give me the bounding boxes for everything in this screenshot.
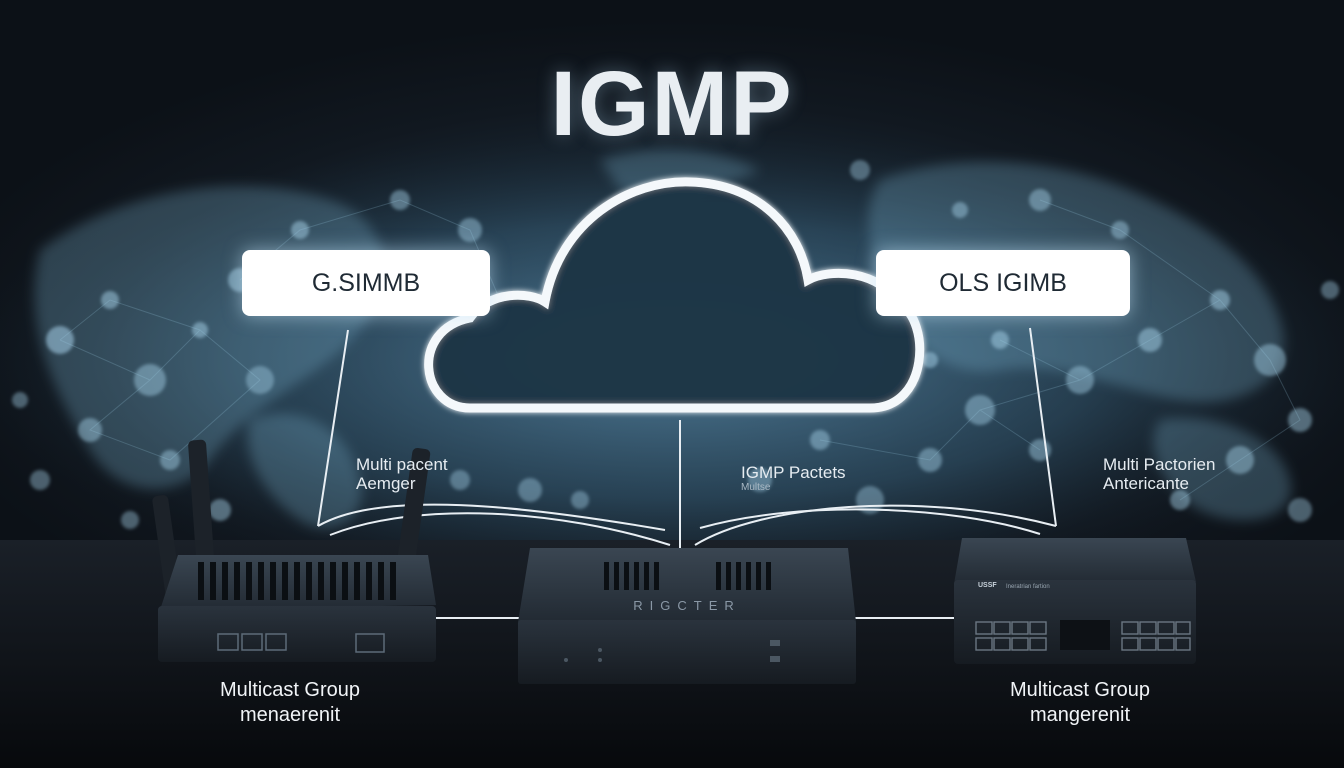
left-caption-line-1: Multicast Group <box>219 679 361 701</box>
right-annotation-line-1: Multi Pactorien <box>1103 455 1216 474</box>
right-label-box: OLS IGIMB <box>876 250 1130 316</box>
right-caption: Multicast Group mangerenit <box>980 678 1180 728</box>
right-caption-line-2: mangerenit <box>1029 704 1131 726</box>
left-annotation-line-1: Multi pacent <box>356 455 448 474</box>
connection-wires <box>317 327 1057 619</box>
middle-annotation-text: IGMP Pactets <box>741 463 846 482</box>
left-caption-line-2: menaerenit <box>239 704 341 726</box>
left-annotation: Multi pacent Aemger <box>356 455 448 493</box>
middle-annotation-subtext: Multse <box>741 482 771 493</box>
igmp-title: IGMP <box>550 53 794 155</box>
right-annotation-line-2: Antericante <box>1103 474 1189 493</box>
switch-label-text: Ineratrian fartion <box>1006 584 1050 590</box>
switch-logo-text: USSF <box>978 582 997 589</box>
left-label-box: G.SIMMB <box>242 250 490 316</box>
left-annotation-line-2: Aemger <box>356 474 416 493</box>
central-router <box>518 548 856 684</box>
network-switch <box>954 538 1196 664</box>
middle-annotation: IGMP Pactets Multse <box>741 463 846 494</box>
wifi-router <box>152 439 436 662</box>
router-brand-text: RIGCTER <box>633 598 741 613</box>
left-caption: Multicast Group menaerenit <box>190 678 390 728</box>
right-caption-line-1: Multicast Group <box>1009 679 1151 701</box>
right-annotation: Multi Pactorien Antericante <box>1103 455 1215 493</box>
